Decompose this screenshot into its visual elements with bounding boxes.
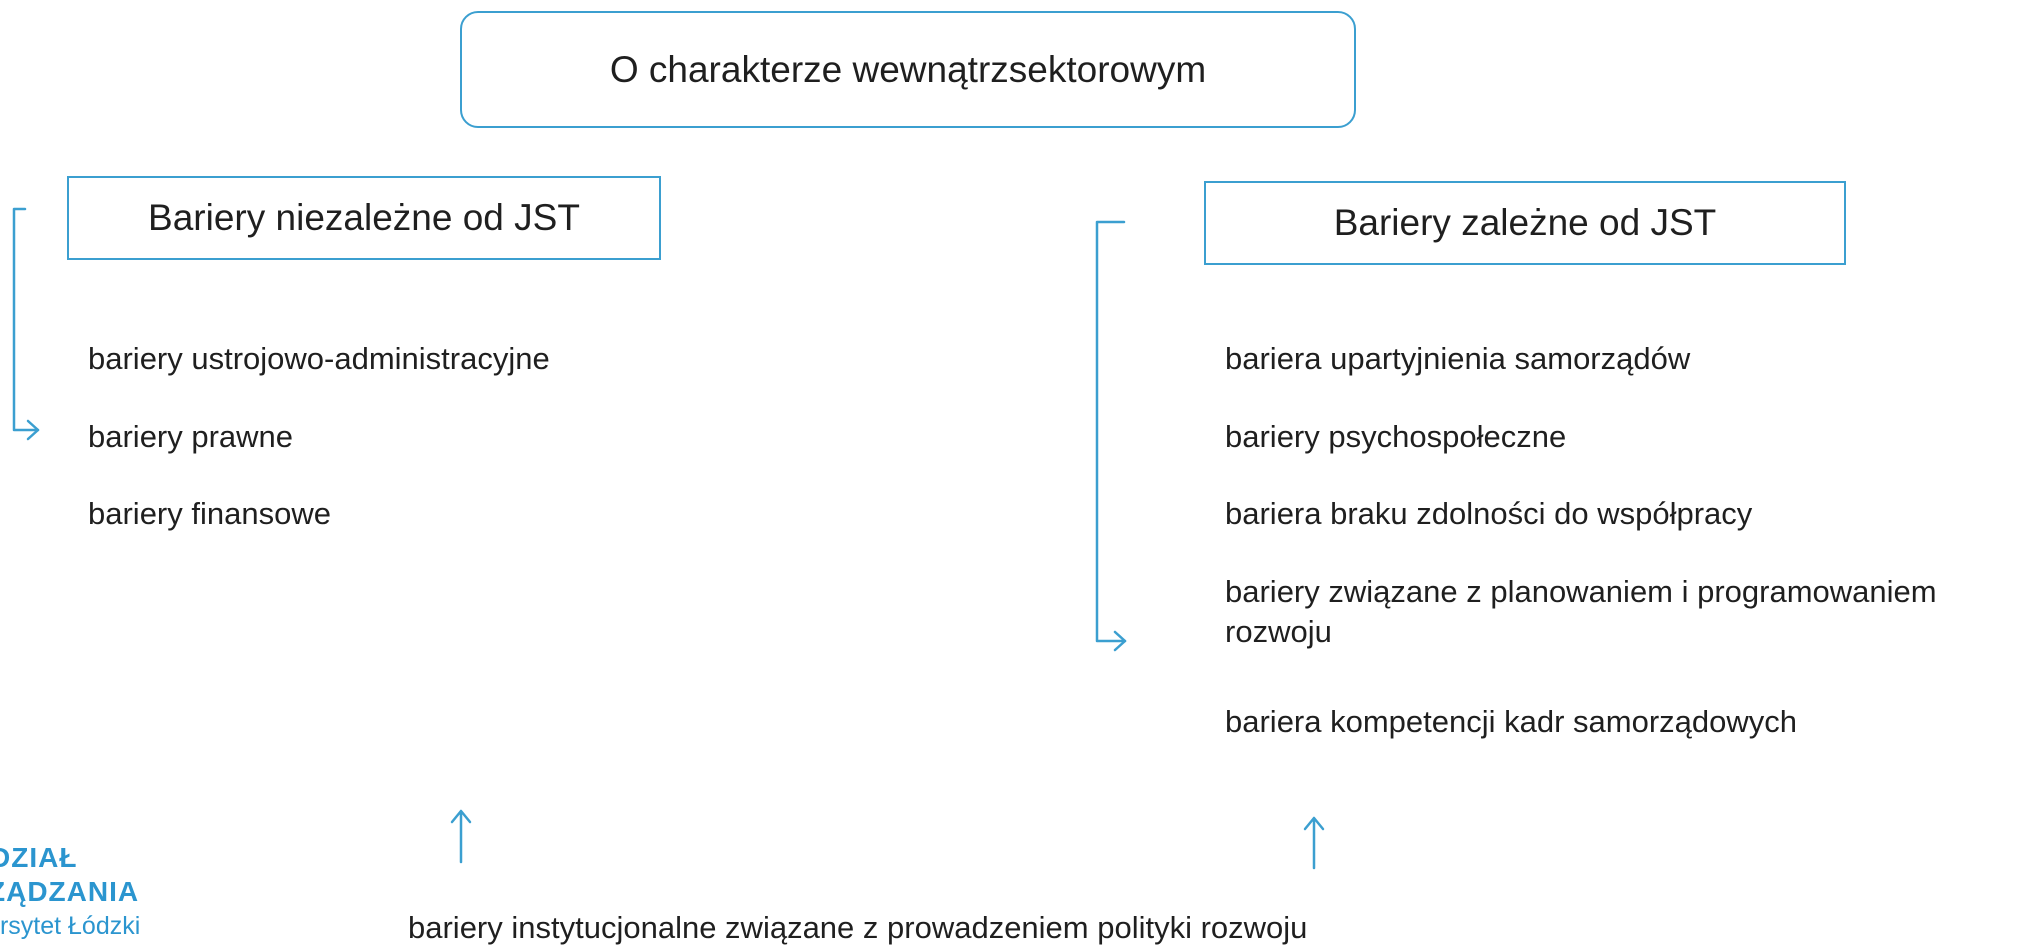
left-bracket-connector <box>12 207 40 432</box>
left-header-box: Bariery niezależne od JST <box>67 176 661 260</box>
right-header-box: Bariery zależne od JST <box>1204 181 1846 265</box>
left-header-label: Bariery niezależne od JST <box>148 197 580 238</box>
top-category-box: O charakterze wewnątrzsektorowym <box>460 11 1356 128</box>
right-bracket-connector <box>1095 220 1127 643</box>
right-item: bariery związane z planowaniem i program… <box>1225 574 1937 649</box>
faculty-logo: DZIAŁ ZĄDZANIA wersytet Łódzki <box>0 836 220 947</box>
top-category-label: O charakterze wewnątrzsektorowym <box>609 48 1207 90</box>
logo-line-1: DZIAŁ <box>0 842 78 873</box>
left-up-arrow <box>450 809 472 864</box>
left-item: bariery finansowe <box>88 496 331 531</box>
right-bracket-arrowhead <box>1113 630 1127 652</box>
left-item: bariery ustrojowo-administracyjne <box>88 341 550 376</box>
right-up-arrow <box>1303 816 1325 870</box>
right-header-label: Bariery zależne od JST <box>1333 202 1717 243</box>
left-bracket-arrowhead <box>26 419 40 441</box>
bottom-label: bariery instytucjonalne związane z prowa… <box>408 910 1308 945</box>
right-item: bariery psychospołeczne <box>1225 419 1567 454</box>
logo-line-2: ZĄDZANIA <box>0 876 140 907</box>
right-item: bariera braku zdolności do współpracy <box>1225 496 1753 531</box>
left-item: bariery prawne <box>88 419 294 454</box>
right-item: bariera upartyjnienia samorządów <box>1225 341 1691 376</box>
right-item: bariera kompetencji kadr samorządowych <box>1225 704 1798 739</box>
logo-line-3: wersytet Łódzki <box>0 912 141 940</box>
